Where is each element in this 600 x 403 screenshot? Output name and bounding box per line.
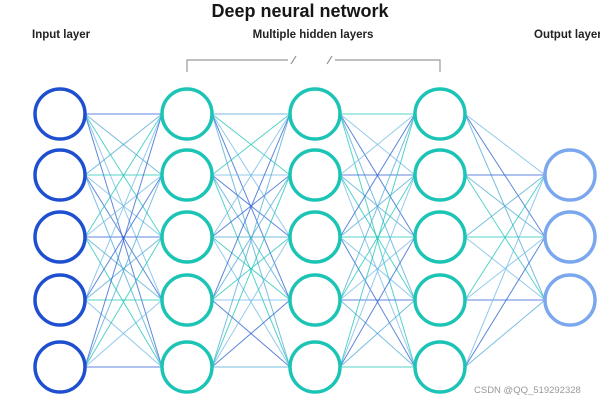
connection-line xyxy=(84,174,163,368)
connection-line xyxy=(211,236,291,301)
connection-line xyxy=(211,113,291,176)
hidden-node xyxy=(288,210,342,264)
connection-line xyxy=(211,299,291,368)
connection-line xyxy=(339,299,416,368)
connections xyxy=(84,113,546,368)
hidden-node xyxy=(288,148,342,202)
connection-line xyxy=(339,113,416,238)
connection-line xyxy=(211,236,291,368)
connection-line xyxy=(211,174,291,301)
connection-line xyxy=(84,113,163,368)
connection-line xyxy=(84,236,163,368)
hidden-node xyxy=(160,340,214,394)
connection-line xyxy=(339,174,416,301)
hidden-node xyxy=(288,340,342,394)
connection-line xyxy=(464,174,546,238)
input-node xyxy=(33,87,87,141)
hidden-node xyxy=(288,87,342,141)
output-node xyxy=(543,148,597,202)
input-layer-label: Input layer xyxy=(32,29,91,41)
hidden-layers-label: Multiple hidden layers xyxy=(252,29,374,41)
connection-line xyxy=(339,113,416,176)
input-node xyxy=(33,148,87,202)
connection-line xyxy=(464,236,546,301)
neurons xyxy=(33,87,597,394)
output-node xyxy=(543,273,597,327)
hidden-layers-bracket xyxy=(186,55,441,72)
hidden-node xyxy=(160,148,214,202)
hidden-node xyxy=(288,273,342,327)
watermark: CSDN @QQ_519292328 xyxy=(474,385,581,396)
connection-line xyxy=(464,299,546,368)
connection-line xyxy=(211,113,291,301)
connection-line xyxy=(84,299,163,368)
connection-line xyxy=(339,174,416,368)
hidden-node xyxy=(413,340,467,394)
diagram-title: Deep neural network xyxy=(211,1,389,21)
connection-line xyxy=(84,113,163,176)
connection-line xyxy=(339,113,416,301)
connection-line xyxy=(84,236,163,301)
connection-line xyxy=(211,113,291,238)
hidden-node xyxy=(160,273,214,327)
connection-line xyxy=(464,174,546,301)
connection-line xyxy=(84,113,163,301)
connection-line xyxy=(464,174,546,368)
input-node xyxy=(33,340,87,394)
bracket-line xyxy=(186,55,441,72)
connection-line xyxy=(339,236,416,301)
connection-line xyxy=(464,113,546,301)
input-node xyxy=(33,210,87,264)
hidden-node xyxy=(413,210,467,264)
input-node xyxy=(33,273,87,327)
connection-line xyxy=(464,236,546,368)
hidden-node xyxy=(160,210,214,264)
hidden-node xyxy=(413,148,467,202)
connection-line xyxy=(464,113,546,176)
connection-line xyxy=(84,113,163,238)
connection-line xyxy=(211,113,291,368)
hidden-node xyxy=(413,87,467,141)
connection-line xyxy=(339,236,416,368)
hidden-node xyxy=(413,273,467,327)
hidden-node xyxy=(160,87,214,141)
connection-line xyxy=(84,174,163,301)
output-node xyxy=(543,210,597,264)
connection-line xyxy=(339,113,416,368)
output-layer-label: Output layer xyxy=(534,29,600,41)
connection-line xyxy=(211,174,291,368)
